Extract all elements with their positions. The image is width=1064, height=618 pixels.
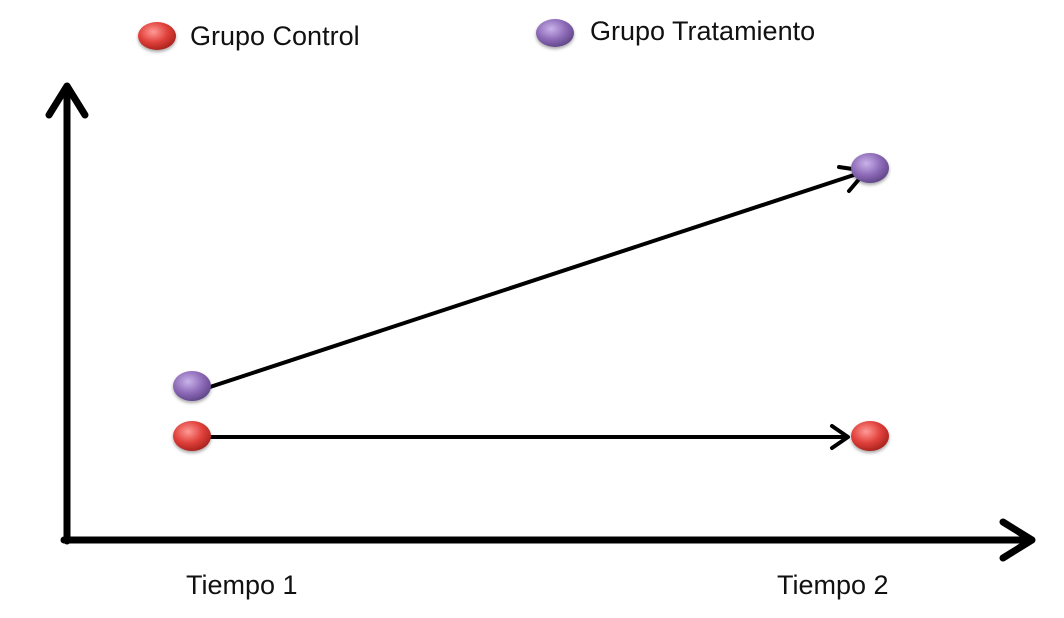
control-arrowhead	[830, 424, 850, 450]
legend-swatch-control	[138, 22, 176, 50]
legend-swatch-treatment	[536, 19, 574, 47]
legend: Grupo Control Grupo Tratamiento	[138, 16, 815, 51]
transition-arrows	[208, 165, 868, 450]
control-point-tiempo-1	[173, 421, 211, 451]
legend-label-treatment: Grupo Tratamiento	[590, 16, 815, 46]
treatment-point-tiempo-2	[851, 153, 889, 183]
data-points	[173, 153, 889, 451]
legend-item-control: Grupo Control	[138, 21, 360, 51]
x-axis-arrowhead	[999, 518, 1036, 562]
treatment-point-tiempo-1	[173, 371, 211, 401]
control-point-tiempo-2	[851, 421, 889, 451]
treatment-arrow	[208, 169, 868, 389]
x-axis-labels: Tiempo 1 Tiempo 2	[186, 570, 889, 600]
legend-label-control: Grupo Control	[190, 21, 360, 51]
x-tick-label-tiempo-2: Tiempo 2	[777, 570, 889, 600]
axes	[45, 82, 1036, 562]
x-tick-label-tiempo-1: Tiempo 1	[186, 570, 298, 600]
legend-item-treatment: Grupo Tratamiento	[536, 16, 815, 47]
y-axis-arrowhead	[45, 82, 89, 119]
